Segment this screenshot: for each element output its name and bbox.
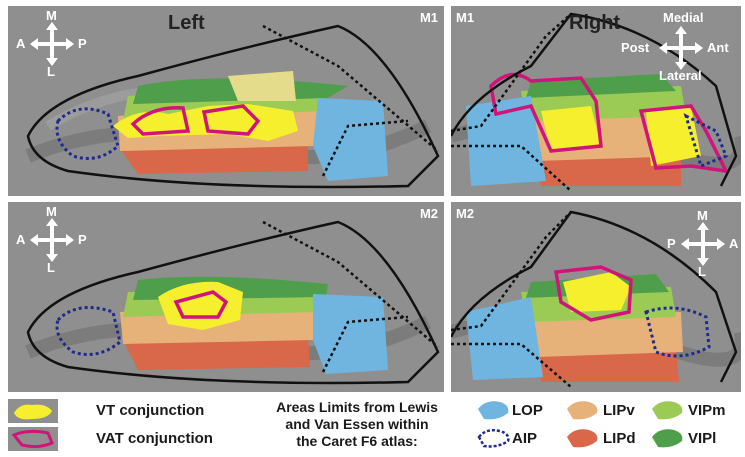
hemisphere-outline	[451, 210, 738, 383]
sulcus-dotted-2	[451, 144, 572, 192]
orientation-arrows-icon	[30, 218, 74, 262]
orientation-cross-bottom-right: M L P A	[667, 208, 738, 279]
area-lop	[313, 98, 388, 181]
brain-map-bottom-right	[451, 202, 741, 392]
orientation-cross-top-left: M L A P	[16, 8, 87, 79]
panel-top-left: Left M1 M L A P	[8, 6, 444, 196]
atlas-description: Areas Limits from Lewis and Van Essen wi…	[242, 399, 472, 450]
lop-legend-label: LOP	[512, 402, 543, 419]
dir-down: Lateral	[659, 68, 702, 83]
hemisphere-outline	[26, 220, 440, 385]
lipd-swatch-icon	[567, 429, 598, 448]
aip-outline	[55, 107, 120, 160]
sulcus-dotted-2	[321, 315, 409, 373]
vat-legend-label: VAT conjunction	[96, 430, 213, 447]
panel-bottom-right: M2 M L P A	[451, 202, 741, 392]
vt-region	[158, 281, 243, 330]
aip-swatch-icon	[477, 429, 510, 448]
vt-region-1	[541, 106, 601, 151]
brain-map-top-left	[8, 6, 444, 196]
orientation-cross-top-right: Medial Lateral Post Ant	[621, 10, 729, 83]
hemisphere-outline	[451, 12, 738, 187]
aip-legend-label: AIP	[512, 430, 538, 447]
sulcus-dotted	[262, 24, 439, 152]
dir-left: Post	[621, 40, 650, 55]
vat-outline-2	[201, 104, 261, 136]
dir-down: L	[47, 260, 55, 275]
lop-swatch-icon	[478, 401, 509, 420]
lipv-legend-label: LIPv	[603, 402, 635, 419]
dir-right: P	[78, 232, 87, 247]
vt-region	[563, 272, 631, 312]
area-lop	[466, 96, 546, 186]
hemisphere-label-right: Right	[569, 12, 621, 34]
area-lop	[313, 294, 388, 374]
area-lipv	[531, 312, 683, 357]
monkey-label-bottom-right: M2	[456, 206, 475, 221]
vt-hatched-region	[228, 71, 296, 101]
atlas-line-2: and Van Essen within	[285, 416, 429, 432]
vt-swatch-icon	[8, 399, 58, 423]
orientation-arrows-icon	[681, 222, 725, 266]
hemisphere-label-left: Left	[168, 12, 205, 34]
lipv-swatch-icon	[567, 401, 598, 420]
dir-down: L	[47, 64, 55, 79]
lipd-legend-label: LIPd	[603, 430, 636, 447]
vipm-legend-label: VIPm	[688, 402, 726, 419]
sulcus-dotted-2	[321, 119, 409, 177]
monkey-label-bottom-left: M2	[419, 206, 438, 221]
vt-legend-label: VT conjunction	[96, 402, 205, 419]
dir-up: M	[46, 8, 57, 23]
vat-outline	[553, 265, 633, 322]
monkey-label-top-right: M1	[456, 10, 475, 25]
brain-map-bottom-left	[8, 202, 444, 392]
atlas-line-3: the Caret F6 atlas:	[296, 433, 418, 449]
panel-top-right: Right M1 Medial Lateral Post Ant	[451, 6, 741, 196]
dir-left: A	[16, 232, 26, 247]
vipl-legend-label: VIPl	[688, 430, 717, 447]
dir-right: P	[78, 36, 87, 51]
area-lipd	[536, 156, 681, 186]
vat-outline-2	[638, 104, 730, 174]
vipl-swatch-icon	[652, 429, 683, 448]
dir-up: Medial	[663, 10, 704, 25]
dir-right: A	[729, 236, 739, 251]
hemisphere-outline	[26, 24, 440, 189]
orientation-cross-bottom-left: M L A P	[16, 204, 87, 275]
orientation-arrows-icon	[659, 26, 703, 70]
sulcus-dotted	[451, 211, 572, 332]
orientation-arrows-icon	[30, 22, 74, 66]
brain-map-top-right	[451, 6, 741, 196]
vat-outline-1	[130, 106, 191, 136]
area-lipd	[123, 335, 310, 370]
sulcus-dotted	[451, 13, 572, 133]
aip-outline	[644, 306, 711, 358]
dir-down: L	[698, 264, 706, 279]
area-lop	[466, 297, 543, 380]
atlas-line-1: Areas Limits from Lewis	[276, 399, 438, 415]
dir-up: M	[697, 208, 708, 223]
dir-up: M	[46, 204, 57, 219]
legend: VT conjunction VAT conjunction Areas Lim…	[0, 395, 745, 457]
area-lipd	[536, 350, 679, 382]
vat-swatch-icon	[8, 427, 58, 451]
monkey-label-top-left: M1	[419, 10, 438, 25]
vipm-swatch-icon	[652, 401, 683, 420]
vat-outline	[173, 290, 229, 319]
aip-outline	[683, 113, 728, 169]
panel-bottom-left: M2 M L A P	[8, 202, 444, 392]
sulcus-dotted	[262, 220, 439, 348]
dir-left: P	[667, 236, 676, 251]
dir-right: Ant	[707, 40, 729, 55]
dir-left: A	[16, 36, 26, 51]
vat-outline-1	[489, 72, 603, 153]
